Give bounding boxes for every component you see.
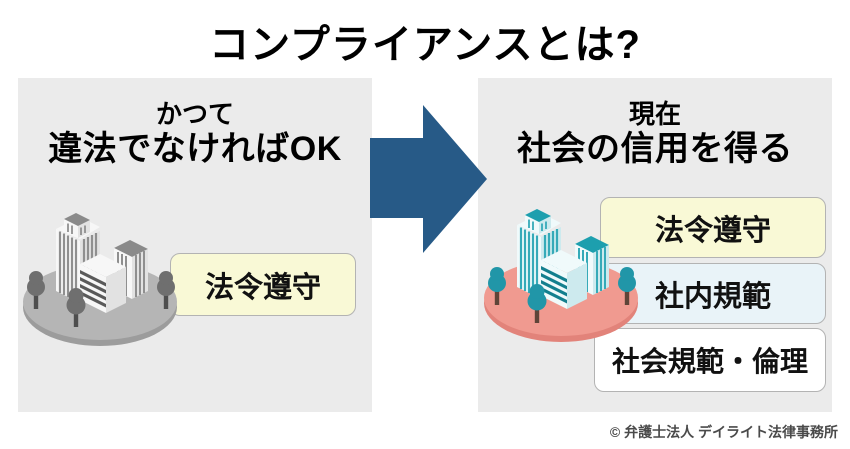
present-tag-label-1: 法令遵守 [654, 214, 771, 247]
present-heading: 社会の信用を得る [517, 129, 793, 168]
present-tag-social-norms-ethics: 社会規範・倫理 [594, 328, 826, 392]
present-header: 現在 社会の信用を得る [478, 99, 832, 169]
past-panel: かつて 違法でなければOK 法令遵守 [18, 78, 372, 412]
past-subtitle: かつて [155, 99, 234, 129]
past-tag-label: 法令遵守 [204, 271, 321, 304]
present-tag-legal-compliance: 法令遵守 [600, 197, 826, 258]
present-subtitle: 現在 [628, 99, 681, 129]
present-tag-label-2: 社内規範 [654, 280, 771, 313]
copyright-notice: © 弁護士法人 デイライト法律事務所 [609, 424, 838, 440]
page-title: コンプライアンスとは? [209, 23, 641, 67]
past-tag-legal-compliance: 法令遵守 [170, 253, 356, 316]
present-panel: 現在 社会の信用を得る 法令遵守 社内規範 社会規範・倫理 [478, 78, 832, 412]
present-tag-label-3: 社会規範・倫理 [611, 346, 808, 377]
past-heading: 違法でなければOK [48, 129, 342, 168]
present-tag-internal-rules: 社内規範 [600, 263, 826, 324]
past-header: かつて 違法でなければOK [18, 99, 372, 169]
